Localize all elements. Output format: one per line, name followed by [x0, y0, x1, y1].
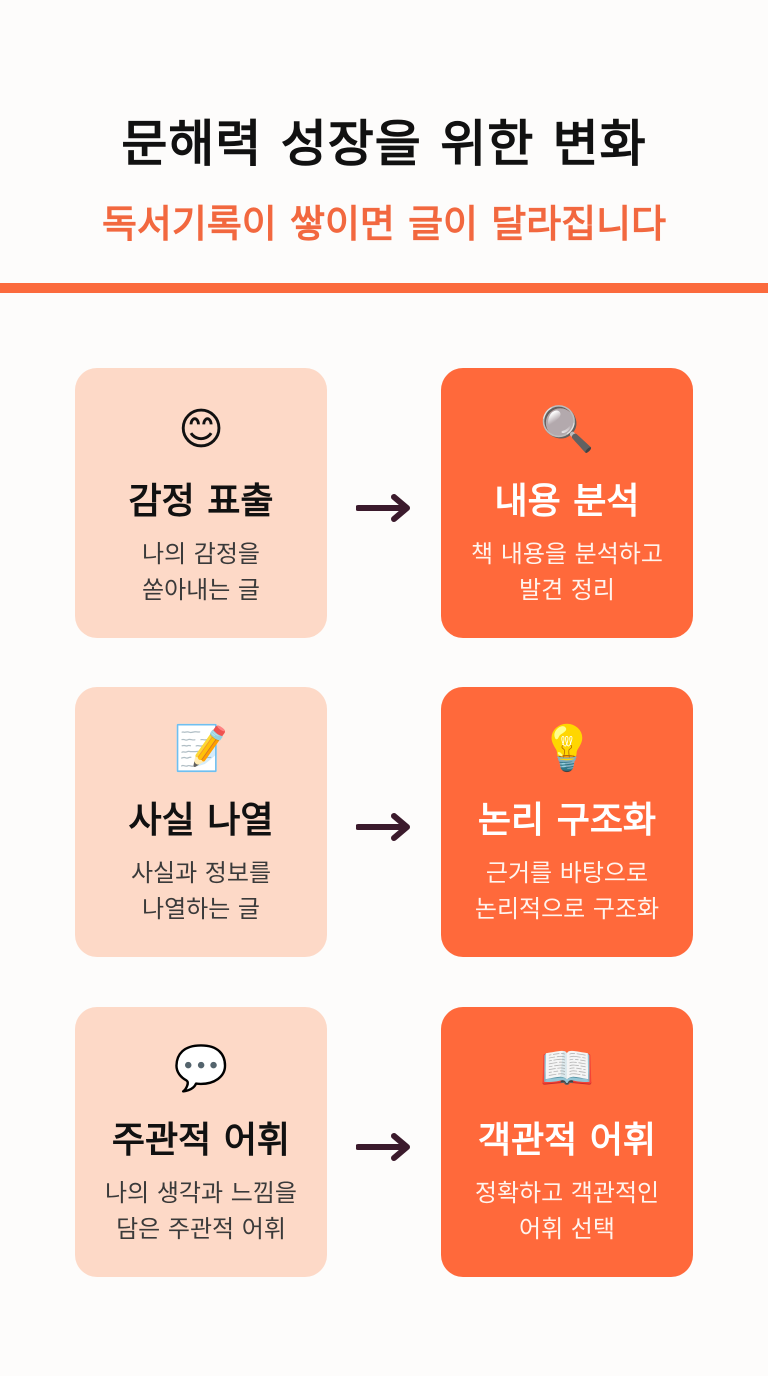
speech-bubble-icon: 💬: [173, 1043, 229, 1094]
card-description-line: 논리적으로 구조화: [474, 895, 660, 923]
card-title: 감정 표출: [128, 481, 274, 522]
arrow-right-icon: [356, 1133, 410, 1161]
arrow-right-icon: [356, 813, 410, 841]
card-description-line: 사실과 정보를: [130, 859, 272, 887]
card-title: 내용 분석: [494, 481, 640, 522]
card-description-line: 발견 정리: [519, 576, 615, 604]
card-title: 논리 구조화: [477, 800, 657, 841]
arrow-right-icon: [356, 494, 410, 522]
card-description-line: 담은 주관적 어휘: [116, 1215, 286, 1243]
magnifier-icon: 🔍: [539, 404, 595, 455]
page-subtitle: 독서기록이 쌓이면 글이 달라집니다: [101, 202, 667, 246]
card-description-line: 나의 생각과 느낌을: [105, 1179, 297, 1207]
smiling-face-icon: 😊: [178, 404, 224, 455]
light-bulb-icon: 💡: [539, 723, 595, 774]
card-description-line: 쏟아내는 글: [141, 576, 261, 604]
card-description-line: 나의 감정을: [141, 540, 261, 568]
page-title: 문해력 성장을 위한 변화: [121, 115, 647, 173]
card-description-line: 근거를 바탕으로: [485, 859, 649, 887]
card-title: 객관적 어휘: [477, 1120, 657, 1161]
card-title: 주관적 어휘: [111, 1120, 291, 1161]
open-book-icon: 📖: [539, 1043, 595, 1094]
card-description-line: 나열하는 글: [141, 895, 261, 923]
memo-pencil-icon: 📝: [173, 723, 229, 774]
card-title: 사실 나열: [128, 800, 274, 841]
divider: [0, 283, 768, 293]
card-description-line: 책 내용을 분석하고: [471, 540, 663, 568]
card-description-line: 어휘 선택: [519, 1215, 615, 1243]
card-description-line: 정확하고 객관적인: [474, 1179, 660, 1207]
